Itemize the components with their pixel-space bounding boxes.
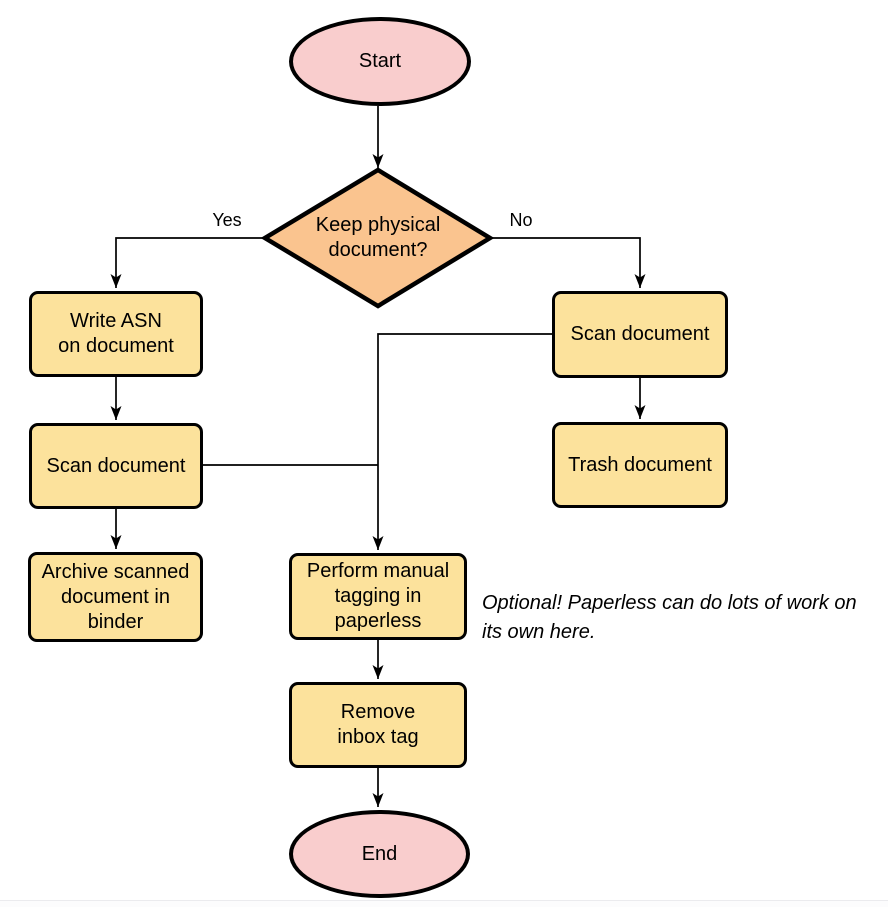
node-decision-keep-physical: Keep physical document? [261, 164, 495, 312]
edge-decision-yes-to-write-asn [110, 237, 265, 288]
edge-label-yes: Yes [212, 210, 242, 230]
node-start-label: Start [358, 50, 402, 72]
edge-scan-right-to-tagging [372, 333, 552, 550]
node-scan-document-left: Scan document [29, 423, 203, 509]
node-remove-inbox-tag-label: Remove inbox tag [337, 701, 419, 748]
node-decision-label: Keep physical document? [315, 214, 441, 261]
node-write-asn: Write ASN on document [29, 291, 203, 377]
annotation-note: Optional! Paperless can do lots of work … [482, 592, 857, 643]
node-remove-inbox-tag: Remove inbox tag [289, 682, 467, 768]
node-manual-tagging: Perform manual tagging in paperless [289, 553, 467, 640]
edge-label-no: No [509, 210, 533, 230]
bottom-divider [0, 900, 888, 907]
decision-diamond-shape [261, 167, 495, 309]
node-scan-document-right: Scan document [552, 291, 728, 378]
node-archive-in-binder: Archive scanned document in binder [28, 552, 203, 642]
node-manual-tagging-label: Perform manual tagging in paperless [306, 560, 450, 632]
node-trash-document-label: Trash document [568, 453, 712, 476]
node-end: End [289, 810, 470, 898]
edge-decision-no-to-scan-right [491, 237, 646, 288]
node-archive-in-binder-label: Archive scanned document in binder [41, 560, 190, 633]
node-start: Start [289, 17, 471, 106]
node-write-asn-label: Write ASN on document [58, 310, 174, 357]
node-scan-document-right-label: Scan document [570, 323, 710, 345]
node-end-label: End [361, 842, 398, 865]
node-trash-document: Trash document [552, 422, 728, 508]
node-scan-document-left-label: Scan document [46, 454, 186, 477]
